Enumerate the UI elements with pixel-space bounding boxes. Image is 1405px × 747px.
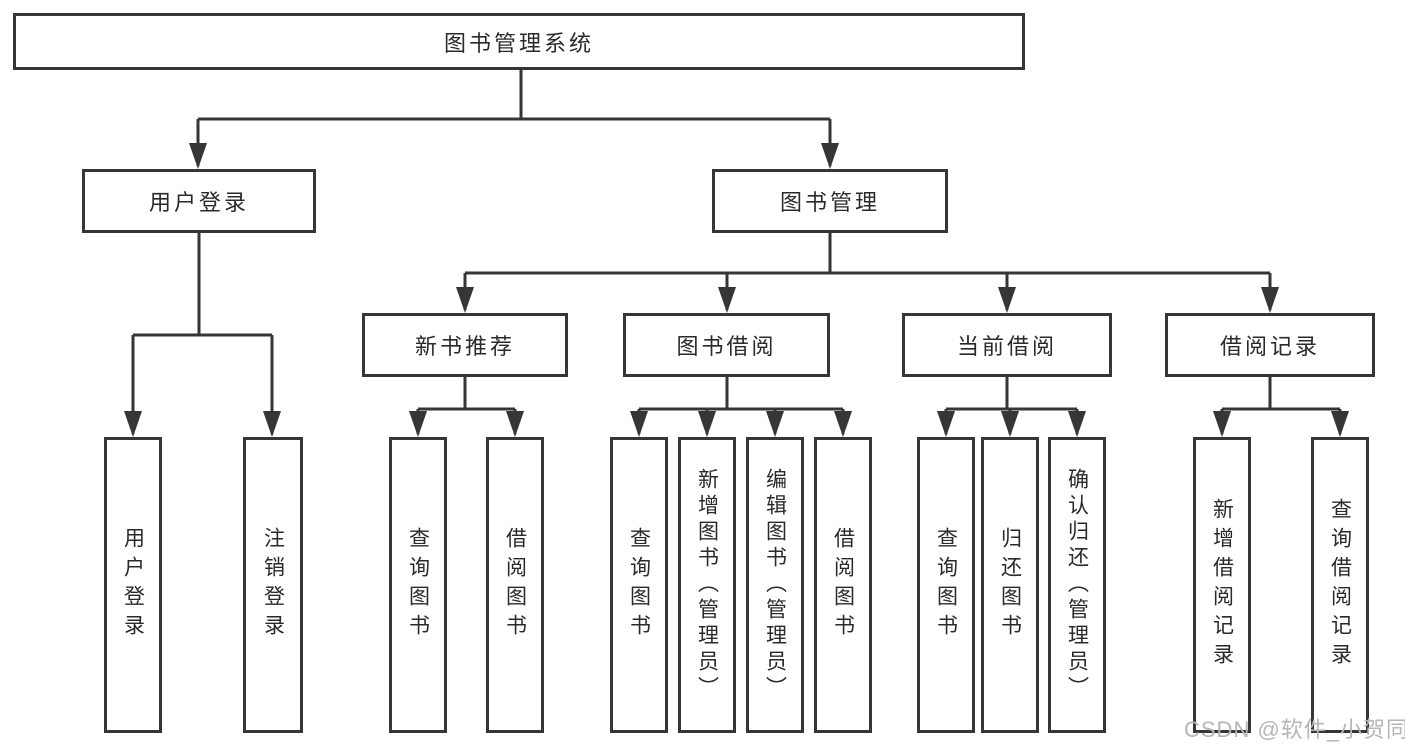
leaf-user-login: 用户登录 [104,437,162,733]
node-book-management: 图书管理 [712,169,948,233]
node-current-borrowing: 当前借阅 [902,313,1112,377]
node-label: 查询图书 [627,527,651,643]
node-user-login: 用户登录 [82,169,316,233]
leaf-borrow-books-recommendation: 借阅图书 [486,437,544,733]
node-book-borrowing: 图书借阅 [623,313,830,377]
node-label: 用户登录 [121,527,145,643]
node-label: 借阅图书 [831,527,855,643]
node-new-book-recommendation: 新书推荐 [362,313,568,377]
leaf-logout: 注销登录 [243,437,303,733]
node-borrowing-records: 借阅记录 [1165,313,1375,377]
node-label: 编辑图书（管理员） [763,468,787,702]
node-label: 用户登录 [148,190,249,215]
leaf-add-books-admin: 新增图书（管理员） [678,437,736,733]
leaf-edit-books-admin: 编辑图书（管理员） [746,437,804,733]
leaf-query-books-recommendation: 查询图书 [389,437,447,733]
node-label: 新书推荐 [414,334,515,359]
leaf-query-books-borrowing: 查询图书 [610,437,668,733]
node-label: 图书管理 [779,190,880,215]
node-label: 归还图书 [998,527,1022,643]
leaf-add-borrowing-record: 新增借阅记录 [1193,437,1251,733]
node-label: 借阅记录 [1219,334,1320,359]
node-label: 图书借阅 [676,334,777,359]
node-label: 新增图书（管理员） [695,468,719,702]
leaf-borrow-books-borrowing: 借阅图书 [814,437,872,733]
watermark-text: CSDN @软件_小贺同学 [1184,717,1405,742]
node-label: 查询图书 [406,527,430,643]
node-label: 注销登录 [261,527,285,643]
node-label: 新增借阅记录 [1210,498,1234,672]
node-label: 图书管理系统 [443,30,594,56]
node-label: 查询图书 [934,527,958,643]
leaf-query-books-current: 查询图书 [917,437,975,733]
leaf-return-books: 归还图书 [981,437,1039,733]
leaf-confirm-return-admin: 确认归还（管理员） [1048,437,1106,733]
node-label: 当前借阅 [956,334,1057,359]
node-label: 借阅图书 [503,527,527,643]
leaf-query-borrowing-record: 查询借阅记录 [1311,437,1369,733]
node-label: 查询借阅记录 [1328,498,1352,672]
node-library-management-system: 图书管理系统 [13,13,1025,70]
node-label: 确认归还（管理员） [1065,468,1089,702]
